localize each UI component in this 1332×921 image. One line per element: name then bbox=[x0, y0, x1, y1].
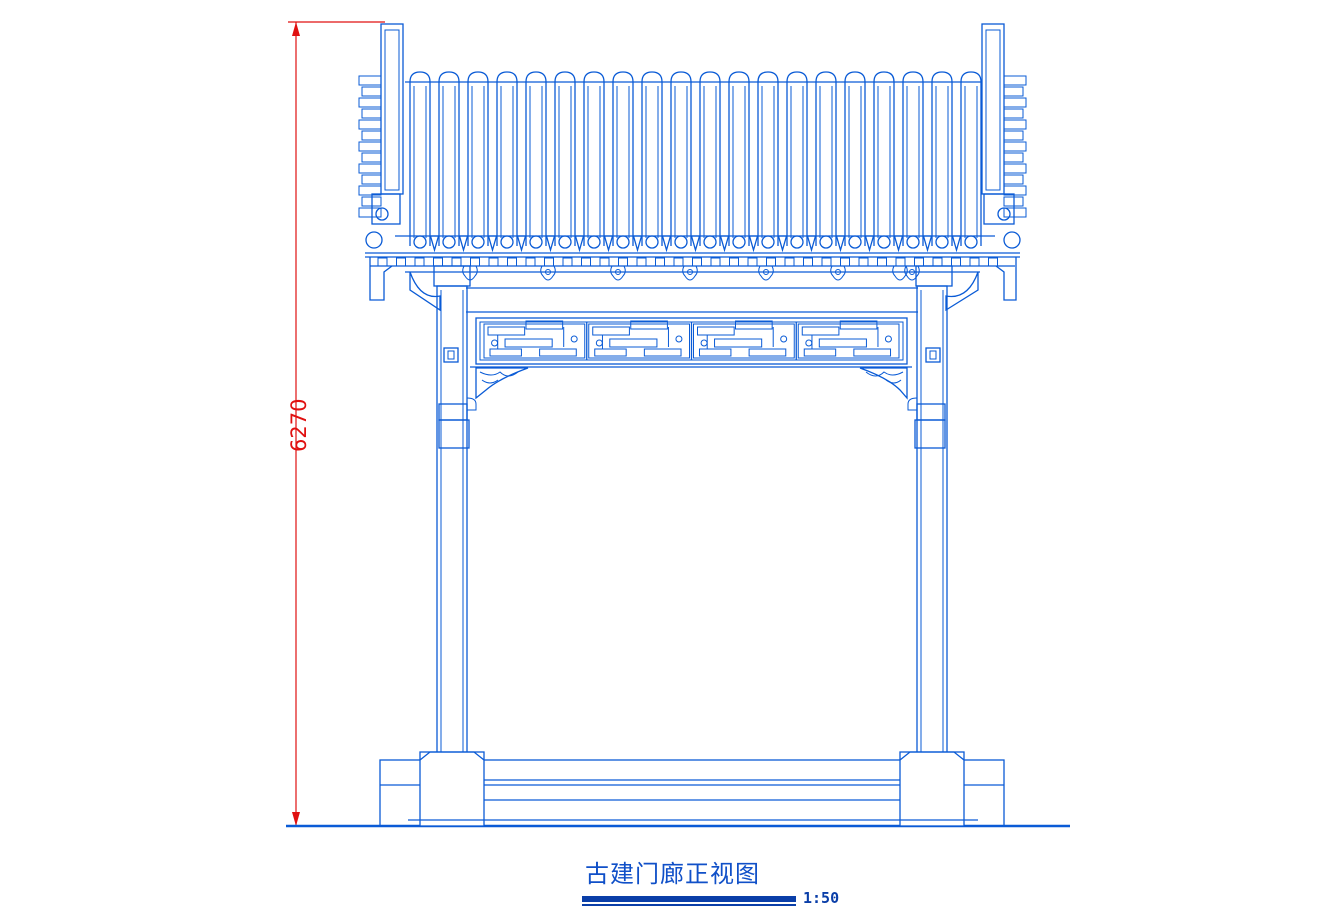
roof-tile bbox=[815, 71, 846, 253]
roof-end-right bbox=[981, 23, 1027, 249]
roof-tile bbox=[496, 71, 527, 253]
scale-label: 1:50 bbox=[803, 889, 840, 907]
lattice-panel bbox=[470, 317, 912, 368]
roof-tile bbox=[409, 71, 440, 253]
main-beam bbox=[466, 287, 918, 313]
eave-band bbox=[365, 252, 1020, 312]
base-platform bbox=[379, 751, 1005, 827]
roof-tile bbox=[960, 71, 982, 249]
roof-tile bbox=[670, 71, 701, 253]
roof-tile bbox=[728, 71, 759, 253]
scale-bar-thin bbox=[582, 904, 796, 906]
height-dimension: 6270 bbox=[287, 21, 385, 827]
roof-tile bbox=[757, 71, 788, 253]
roof-tiles bbox=[395, 71, 995, 253]
roof-tile bbox=[699, 71, 730, 253]
column-left bbox=[436, 285, 477, 755]
roof-tile bbox=[612, 71, 643, 253]
roof-tile bbox=[583, 71, 614, 253]
roof-tile bbox=[931, 71, 962, 253]
roof-tile bbox=[873, 71, 904, 253]
roof-tile bbox=[525, 71, 556, 253]
scale-bar bbox=[582, 896, 796, 902]
roof-tile bbox=[844, 71, 875, 253]
roof-tile bbox=[786, 71, 817, 253]
roof-end-left bbox=[358, 23, 404, 249]
column-right bbox=[907, 285, 948, 755]
roof-tile bbox=[554, 71, 585, 253]
roof-tile bbox=[902, 71, 933, 253]
roof-tile bbox=[438, 71, 469, 253]
dimension-value: 6270 bbox=[287, 399, 311, 452]
roof-tile bbox=[467, 71, 498, 253]
drawing-title: 古建门廊正视图 bbox=[585, 860, 760, 888]
corner-bracket-left bbox=[475, 367, 529, 400]
roof-tile bbox=[641, 71, 672, 253]
corner-bracket-right bbox=[859, 367, 908, 400]
